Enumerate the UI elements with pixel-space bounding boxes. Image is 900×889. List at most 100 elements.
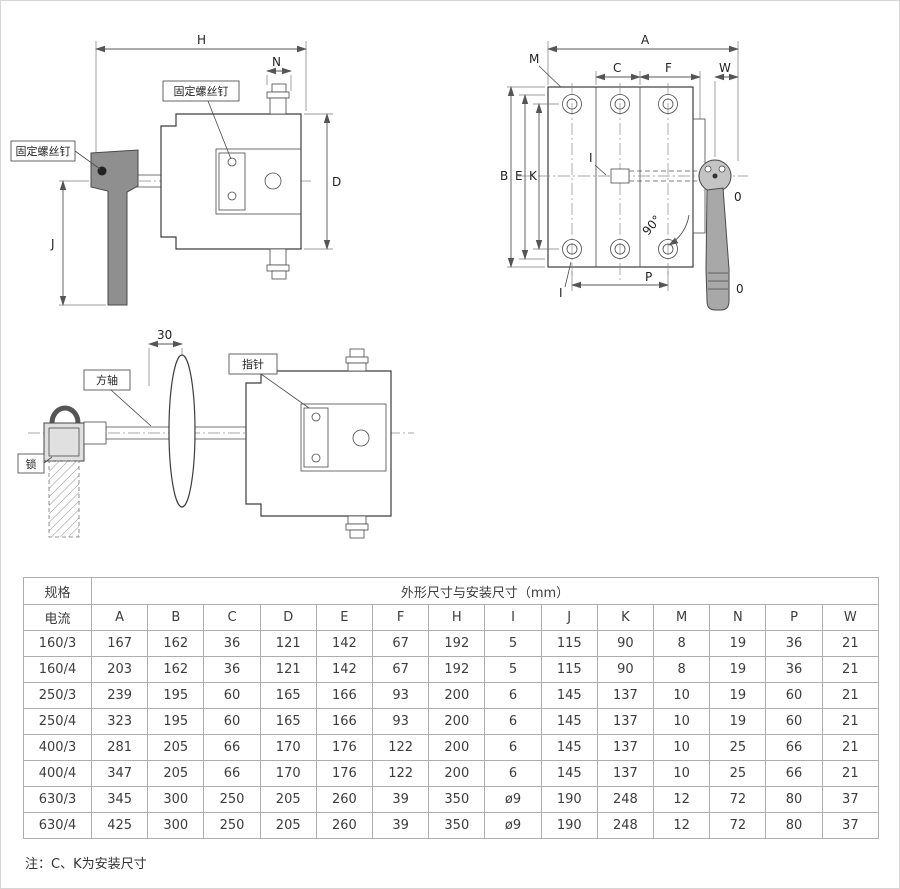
value-cell: 80 (765, 812, 823, 839)
column-header-F: F (372, 604, 430, 631)
value-cell: 10 (653, 734, 711, 761)
terminal-bolt-top (266, 83, 290, 115)
value-cell: 170 (259, 734, 317, 761)
dim-label-A: A (641, 33, 650, 47)
rotary-handle (705, 187, 730, 311)
side-view-drawing: H N (10, 33, 341, 306)
value-cell: 66 (765, 734, 823, 761)
value-cell: 145 (540, 708, 598, 735)
value-cell: 90 (596, 656, 655, 683)
value-cell: 21 (821, 630, 880, 657)
lock-strap (48, 460, 80, 538)
value-cell: 6 (484, 682, 542, 709)
value-cell: 137 (596, 760, 655, 787)
column-header-N: N (709, 604, 767, 631)
value-cell: 300 (147, 812, 205, 839)
value-cell: 121 (259, 656, 317, 683)
table-header-row-1: 规格 外形尺寸与安装尺寸（mm） (23, 577, 879, 605)
value-cell: 25 (709, 734, 767, 761)
value-cell: 93 (372, 708, 430, 735)
dim-label-I-mid: I (589, 151, 593, 165)
note-text: 注：C、K为安装尺寸 (25, 857, 147, 872)
value-cell: 60 (203, 708, 261, 735)
value-cell: 250 (203, 786, 261, 813)
dim-label-30: 30 (157, 328, 172, 342)
value-cell: 260 (315, 786, 374, 813)
value-cell: 145 (540, 734, 598, 761)
column-header-D: D (259, 604, 317, 631)
dim-label-M: M (529, 52, 539, 66)
value-cell: 37 (821, 812, 880, 839)
value-cell: 176 (315, 760, 374, 787)
value-cell: 137 (596, 708, 655, 735)
value-cell: 80 (765, 786, 823, 813)
value-cell: 190 (540, 812, 598, 839)
spec-cell: 160/3 (23, 630, 92, 657)
value-cell: ø9 (484, 786, 542, 813)
value-cell: 195 (147, 708, 205, 735)
value-cell: 8 (653, 656, 711, 683)
value-cell: 36 (765, 656, 823, 683)
dim-label-E: E (515, 169, 523, 183)
dim-label-K: K (529, 169, 538, 183)
value-cell: 66 (765, 760, 823, 787)
group-header: 外形尺寸与安装尺寸（mm） (91, 577, 879, 605)
value-cell: 300 (147, 786, 205, 813)
value-cell: 205 (147, 760, 205, 787)
value-cell: 200 (428, 708, 486, 735)
value-cell: ø9 (484, 812, 542, 839)
spec-header: 规格 (23, 577, 92, 605)
value-cell: 36 (765, 630, 823, 657)
value-cell: 167 (90, 630, 149, 657)
callout-pointer: 指针 (228, 353, 310, 409)
mechanism-detail-2 (300, 403, 387, 472)
dim-label-H: H (197, 33, 206, 47)
value-cell: 25 (709, 760, 767, 787)
switch-body-outline-2 (245, 370, 392, 517)
value-cell: 248 (596, 812, 655, 839)
callout-fixing-screw-top: 固定螺丝钉 (162, 80, 240, 160)
value-cell: 122 (372, 760, 430, 787)
value-cell: 170 (259, 760, 317, 787)
column-header-K: K (596, 604, 655, 631)
value-cell: 425 (90, 812, 149, 839)
value-cell: 205 (259, 786, 317, 813)
value-cell: 66 (203, 760, 261, 787)
value-cell: 142 (315, 656, 374, 683)
column-header-H: H (428, 604, 486, 631)
zero-label-bottom: 0 (736, 282, 744, 296)
value-cell: 60 (765, 708, 823, 735)
value-cell: 19 (709, 630, 767, 657)
value-cell: 200 (428, 760, 486, 787)
spec-cell: 250/3 (23, 682, 92, 709)
value-cell: 203 (90, 656, 149, 683)
shaft-lock-view-drawing: 30 (17, 328, 414, 539)
value-cell: 19 (709, 682, 767, 709)
value-cell: 347 (90, 760, 149, 787)
value-cell: 190 (540, 786, 598, 813)
value-cell: 145 (540, 760, 598, 787)
value-cell: 93 (372, 682, 430, 709)
escutcheon-disc (168, 354, 196, 508)
callout-fixing-screw-top-label: 固定螺丝钉 (174, 84, 229, 98)
value-cell: 67 (372, 630, 430, 657)
mechanism-detail (215, 148, 302, 215)
value-cell: 8 (653, 630, 711, 657)
dim-label-F: F (665, 61, 672, 75)
value-cell: 165 (259, 708, 317, 735)
value-cell: 19 (709, 708, 767, 735)
value-cell: 192 (428, 630, 486, 657)
padlock-body (43, 422, 85, 462)
value-cell: 10 (653, 760, 711, 787)
front-view-drawing: A M C F W (500, 33, 748, 311)
value-cell: 36 (203, 630, 261, 657)
terminal-bolt-bottom-2 (345, 515, 369, 539)
terminal-screws (562, 94, 678, 259)
dim-label-D: D (332, 175, 341, 189)
value-cell: 205 (147, 734, 205, 761)
column-header-B: B (147, 604, 205, 631)
